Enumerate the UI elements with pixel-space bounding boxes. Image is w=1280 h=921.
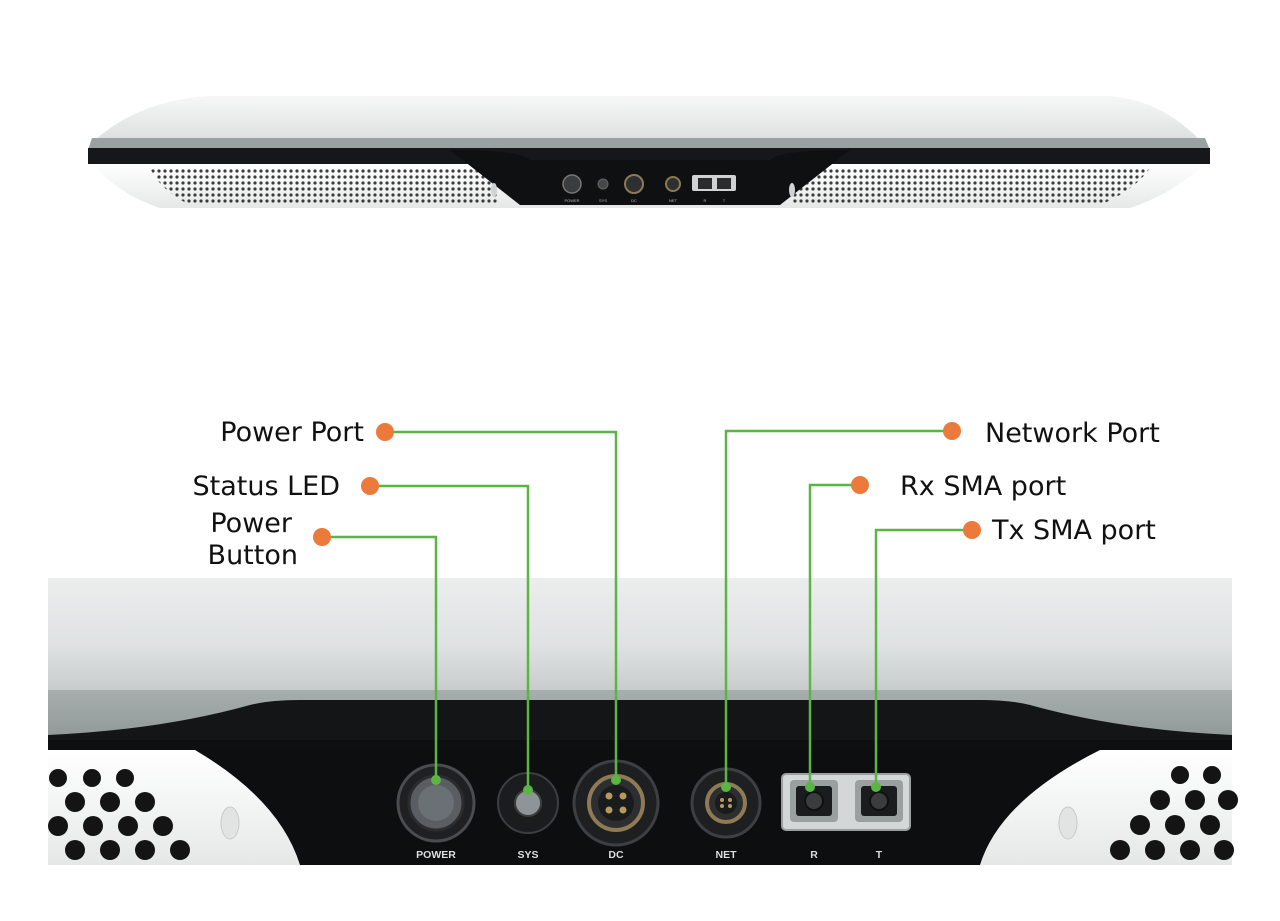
closeup-vent-right — [1110, 766, 1238, 860]
callout-rx-sma: Rx SMA port — [900, 471, 1066, 502]
closeup-top-surface — [48, 578, 1232, 690]
callout-status-led: Status LED — [192, 471, 340, 502]
label-t: T — [876, 849, 883, 861]
leader-network-port — [724, 429, 950, 787]
label-dc: DC — [608, 849, 624, 861]
label-net: NET — [716, 849, 738, 861]
label-r: R — [810, 849, 818, 861]
dot-status-led — [361, 477, 379, 495]
small-rx-sma-icon — [698, 178, 712, 189]
leader-lines — [322, 429, 970, 790]
leader-rx-sma — [808, 483, 858, 787]
dot-power-port — [376, 423, 394, 441]
leader-tx-sma — [874, 528, 970, 787]
dot-network-port — [943, 422, 961, 440]
dot-power-button — [313, 528, 331, 546]
closeup-vent-left — [48, 769, 190, 860]
small-sys-led-icon — [597, 178, 609, 190]
callout-tx-sma: Tx SMA port — [991, 515, 1156, 546]
device-overview: POWER SYS DC NET R T — [88, 96, 1210, 208]
device-bevel — [88, 138, 1210, 150]
vent-left — [150, 168, 500, 205]
label-sys: SYS — [517, 849, 538, 861]
device-closeup: POWER SYS DC NET R T — [48, 578, 1238, 865]
small-label-sys: SYS — [599, 198, 607, 203]
small-label-net: NET — [669, 198, 678, 203]
small-net-port-icon — [665, 176, 681, 192]
tx-sma-port-icon — [861, 786, 897, 816]
label-power: POWER — [416, 849, 456, 861]
small-indent-right — [789, 183, 795, 197]
closeup-indent-left — [220, 806, 240, 840]
status-led-icon — [497, 772, 559, 834]
closeup-black-edge — [48, 740, 1232, 750]
device-top-surface — [88, 96, 1205, 148]
small-label-t: T — [723, 198, 726, 203]
leader-power-button — [322, 535, 438, 780]
dot-rx-sma — [851, 476, 869, 494]
leader-endpoints — [431, 775, 881, 795]
rx-sma-port-icon — [796, 786, 832, 816]
small-power-button-icon — [562, 174, 582, 194]
callout-power-port: Power Port — [220, 417, 364, 448]
callout-power-button-line2: Button — [208, 540, 298, 571]
network-port-icon — [690, 767, 762, 839]
callout-power-button-line1: Power — [210, 508, 293, 539]
closeup-indent-right — [1058, 806, 1078, 840]
closeup-black-curve — [48, 700, 1232, 750]
dc-port-icon — [572, 759, 660, 847]
vent-right — [790, 168, 1150, 205]
small-label-power: POWER — [564, 198, 579, 203]
small-dc-port-icon — [624, 174, 644, 194]
port-bay-small — [450, 150, 850, 205]
small-indent-left — [491, 183, 497, 197]
dot-tx-sma — [963, 521, 981, 539]
small-label-dc: DC — [631, 198, 637, 203]
leader-power-port — [388, 430, 618, 780]
callout-dots — [313, 422, 981, 546]
small-label-r: R — [704, 198, 707, 203]
small-tx-sma-icon — [717, 178, 731, 189]
leader-status-led — [372, 484, 530, 790]
callout-network-port: Network Port — [985, 418, 1160, 449]
device-dark-strip — [88, 148, 1210, 164]
